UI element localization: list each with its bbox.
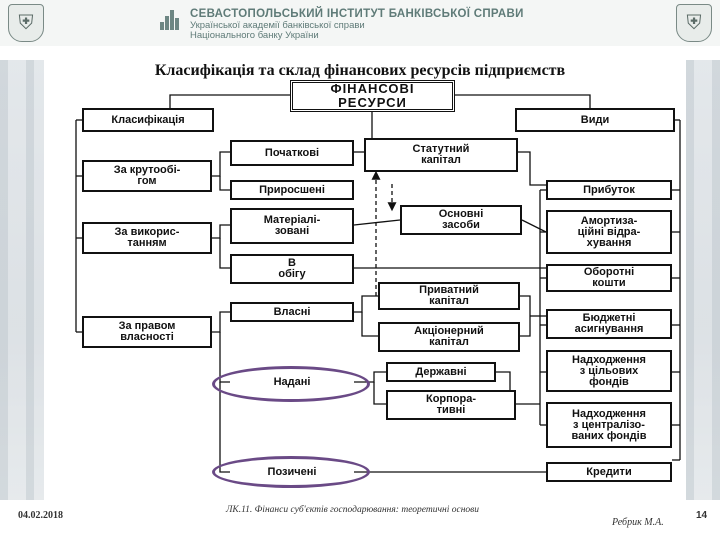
classification-header: Класифікація (82, 108, 214, 132)
slide-title: Класифікація та склад фінансових ресурсі… (154, 62, 566, 79)
footer-page-number: 14 (696, 510, 708, 521)
box-state: Державні (386, 362, 496, 382)
footer-date: 04.02.2018 (18, 510, 63, 521)
category-materialized: Матеріалі- зовані (230, 208, 354, 244)
criterion-ownership: За правом власності (82, 316, 212, 348)
type-profit: Прибуток (546, 180, 672, 200)
category-in-circulation: В обігу (230, 254, 354, 284)
footer-author: Ребрик М.А. (612, 517, 664, 528)
institute-logo-icon (160, 10, 180, 30)
highlight-ellipse-borrowed (212, 456, 370, 488)
category-initial: Початкові (230, 140, 354, 166)
type-depreciation: Амортиза- ційні відра- хування (546, 210, 672, 254)
box-joint-stock-capital: Акціонерний капітал (378, 322, 520, 352)
box-private-capital: Приватний капітал (378, 282, 520, 310)
criterion-circulation: За крутообі- гом (82, 160, 212, 192)
ukraine-emblem-icon: ⛨ (676, 4, 712, 42)
types-header: Види (515, 108, 675, 132)
box-charter-capital: Статутний капітал (364, 138, 518, 172)
building-photo-right (686, 60, 720, 500)
type-targeted-funds: Надходження з цільових фондів (546, 350, 672, 392)
type-centralized-funds: Надходження з централізо- ваних фондів (546, 402, 672, 448)
type-credits: Кредити (546, 462, 672, 482)
building-photo-left (0, 60, 44, 500)
criterion-usage: За викорис- танням (82, 222, 212, 254)
box-fixed-assets: Основні засоби (400, 205, 522, 235)
type-budget-allocations: Бюджетні асигнування (546, 309, 672, 339)
footer-lecture: ЛК.11. Фінанси суб'єктів господарювання:… (226, 505, 480, 515)
box-corporate: Корпора- тивні (386, 390, 516, 420)
category-own: Власні (230, 302, 354, 322)
bank-crest-icon: ⛨ (8, 4, 44, 42)
root-financial-resources: ФІНАНСОВІ РЕСУРСИ (290, 80, 455, 112)
header-band (0, 0, 720, 46)
category-incremental: Приросшені (230, 180, 354, 200)
institute-name: СЕВАСТОПОЛЬСЬКИЙ ІНСТИТУТ БАНКІВСЬКОЇ СП… (190, 8, 524, 20)
highlight-ellipse-granted (212, 366, 370, 402)
type-working-capital: Оборотні кошти (546, 264, 672, 292)
